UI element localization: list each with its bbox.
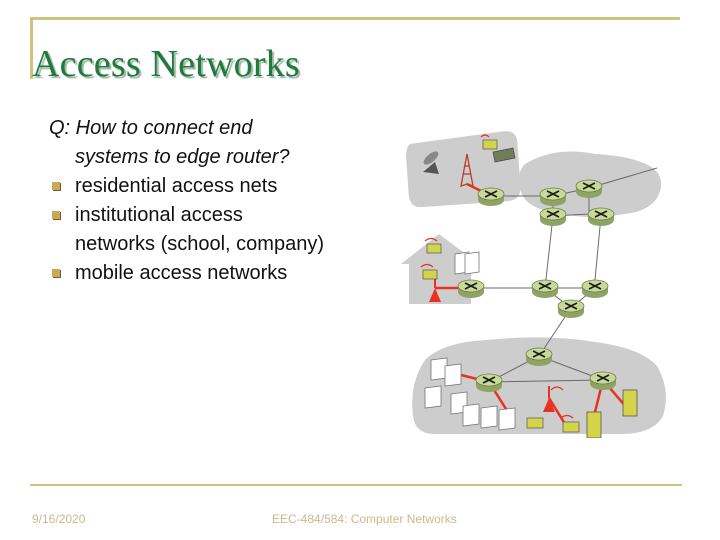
network-diagram — [395, 128, 695, 438]
router-icon — [590, 372, 616, 390]
router-icon — [576, 180, 602, 198]
bullet-item-institutional: institutional access — [49, 201, 379, 230]
router-icon — [478, 188, 504, 206]
bullet-item-mobile: mobile access networks — [49, 259, 379, 288]
router-icon — [582, 280, 608, 298]
router-icon — [526, 348, 552, 366]
bullet-square-icon — [52, 182, 60, 190]
bullet-square-icon — [52, 211, 60, 219]
bullet-item-residential: residential access nets — [49, 172, 379, 201]
router-icon — [540, 188, 566, 206]
router-icon — [558, 300, 584, 318]
router-icon — [458, 280, 484, 298]
question-text: Q: How to connect end systems to edge ro… — [49, 114, 369, 172]
question-line-1: Q: How to connect end — [49, 114, 369, 143]
bullet-list: residential access nets institutional ac… — [49, 172, 379, 288]
footer-line — [30, 484, 682, 486]
bullet-square-icon — [52, 269, 60, 277]
bullet-item-institutional-continued: networks (school, company) — [49, 230, 379, 259]
footer-course-name: EEC-484/584: Computer Networks — [272, 512, 457, 526]
footer-date: 9/16/2020 — [32, 512, 85, 526]
frame-top-line — [30, 17, 680, 20]
slide-title: Access Networks — [32, 42, 300, 86]
router-icon — [588, 208, 614, 226]
router-icon — [476, 374, 502, 392]
router-icon — [532, 280, 558, 298]
question-line-2: systems to edge router? — [49, 143, 369, 172]
router-icon — [540, 208, 566, 226]
pc-icon — [455, 252, 479, 274]
